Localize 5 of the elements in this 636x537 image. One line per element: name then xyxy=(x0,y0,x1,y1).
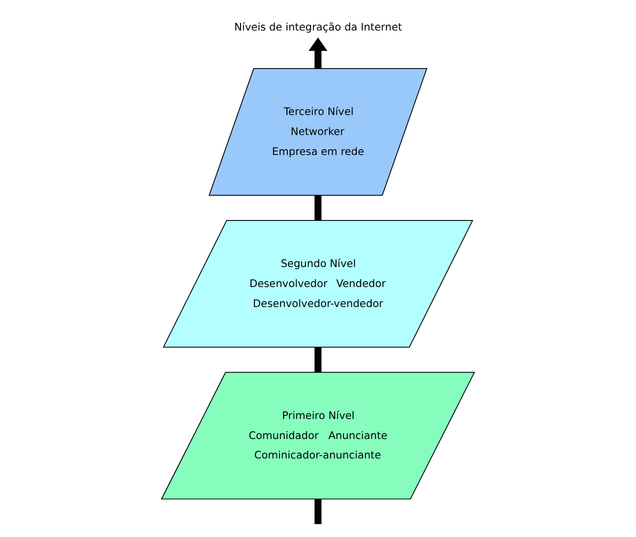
connector xyxy=(314,347,322,372)
node-text: Níveis de integração da Internet xyxy=(234,22,402,34)
connector xyxy=(314,499,322,524)
arrow xyxy=(308,37,328,69)
connector xyxy=(314,196,322,220)
